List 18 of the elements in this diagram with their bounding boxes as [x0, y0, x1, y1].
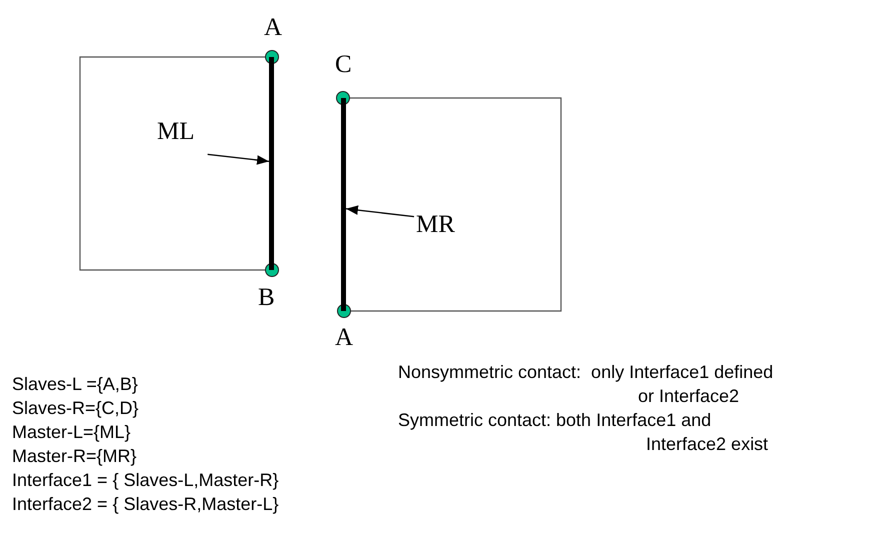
contact-note: Symmetric contact: both Interface1 and Interface2 exist — [398, 409, 770, 456]
part-label: MR — [416, 211, 455, 239]
set-definition: Interface2 = { Slaves-R,Master-L} — [12, 493, 279, 516]
leader-arrow — [346, 205, 414, 218]
set-definition: Slaves-L ={A,B} — [12, 373, 138, 396]
set-definition: Slaves-R={C,D} — [12, 397, 139, 420]
master-surface — [341, 98, 346, 311]
point-label: A — [264, 14, 282, 42]
point-label: B — [258, 284, 275, 312]
part-label: ML — [157, 118, 194, 146]
contact-note: Nonsymmetric contact: only Interface1 defined or Interface2 — [398, 361, 774, 408]
leader-arrow — [208, 154, 270, 165]
point-label: A — [335, 324, 354, 352]
set-definition: Master-R={MR} — [12, 445, 137, 468]
master-surface — [269, 57, 274, 270]
set-definition: Master-L={ML} — [12, 421, 131, 444]
set-definition: Interface1 = { Slaves-L,Master-R} — [12, 469, 279, 492]
point-label: C — [335, 51, 352, 79]
